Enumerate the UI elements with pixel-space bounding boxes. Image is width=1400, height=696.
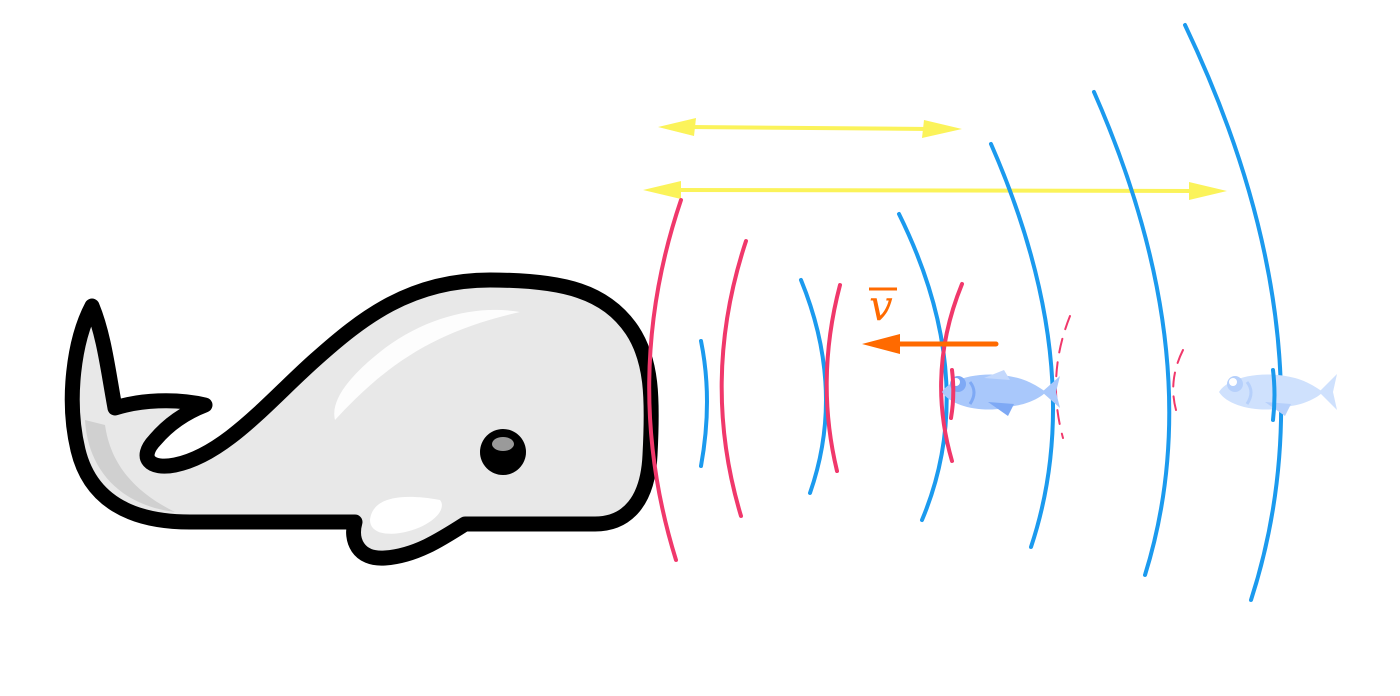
echo-wave-2 bbox=[719, 239, 748, 518]
echo-wave-1 bbox=[647, 198, 683, 562]
short-wavelength-arrow bbox=[658, 118, 962, 138]
wave-overlay bbox=[949, 368, 1277, 422]
outgoing-wave-4 bbox=[989, 142, 1056, 549]
faint-echo-waves bbox=[1054, 315, 1184, 439]
fish-icon bbox=[942, 370, 1060, 416]
outgoing-wave-3 bbox=[897, 212, 949, 522]
echo-sound-waves bbox=[647, 198, 964, 562]
echo-wave-4 bbox=[939, 282, 964, 463]
outgoing-sound-waves bbox=[699, 23, 1284, 602]
outgoing-wave-6 bbox=[1183, 23, 1284, 602]
whale-icon bbox=[64, 272, 659, 566]
faint-echo-wave-1 bbox=[1054, 315, 1071, 439]
velocity-arrow bbox=[862, 334, 999, 354]
outgoing-wave-1 bbox=[699, 339, 709, 468]
velocity-label: v bbox=[869, 281, 893, 330]
faint-echo-wave-2 bbox=[1172, 349, 1184, 411]
outgoing-wave-5 bbox=[1092, 90, 1172, 577]
long-wavelength-arrow bbox=[643, 181, 1227, 200]
outgoing-wave-2 bbox=[799, 278, 828, 495]
wavelength-arrows bbox=[643, 118, 1227, 200]
whale-eye bbox=[480, 429, 526, 475]
fish-far-icon bbox=[1219, 374, 1337, 416]
echo-wave-3 bbox=[824, 283, 842, 473]
